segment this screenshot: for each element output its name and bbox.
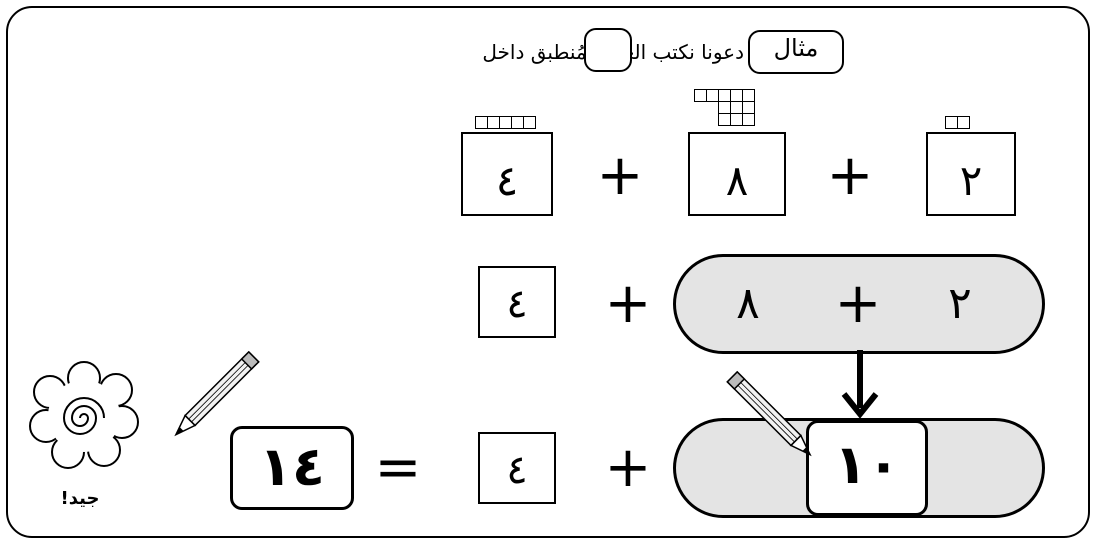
empty-answer-box-sample: [584, 28, 632, 72]
answer-box[interactable]: [230, 426, 354, 510]
row1-digit-b: ٨: [725, 156, 749, 205]
answer-value: ١٤: [259, 435, 325, 498]
row3-sum-box: [806, 420, 928, 516]
row1-box-b: [688, 132, 786, 216]
row2-digit-c: ٤: [506, 281, 528, 327]
example-label-box: [748, 30, 844, 74]
flower-swirl-icon: [29, 361, 139, 469]
praise-label: جيد!: [60, 488, 100, 509]
arrow-down-icon: [841, 350, 879, 419]
row2-digit-b: ٨: [736, 278, 760, 329]
row1-plus-2: +: [596, 143, 644, 208]
instruction-text: دعونا نكتب العدد المُنطبق داخل: [482, 40, 744, 64]
equals-sign: =: [374, 435, 422, 500]
row1-box-c: [461, 132, 553, 216]
row2-digit-a: ٢: [948, 278, 972, 329]
row1-box-a: [926, 132, 1016, 216]
row2-plus-1: +: [834, 271, 882, 336]
row1-plus-1: +: [826, 143, 874, 208]
row2-plus-2: +: [604, 271, 652, 336]
row3-digit-c: ٤: [506, 447, 528, 493]
row3-sum-value: ١٠: [834, 433, 900, 496]
example-label: مثال: [773, 34, 819, 62]
worksheet-frame: [6, 6, 1090, 538]
row2-grouping-pill: [673, 254, 1045, 354]
row2-box-c: [478, 266, 556, 338]
row3-box-c: [478, 432, 556, 504]
row1-digit-c: ٤: [495, 156, 519, 205]
row3-plus: +: [604, 435, 652, 500]
row1-digit-a: ٢: [959, 156, 983, 205]
pencil-icon: [174, 350, 260, 437]
pencil-icon-2: [726, 370, 812, 457]
